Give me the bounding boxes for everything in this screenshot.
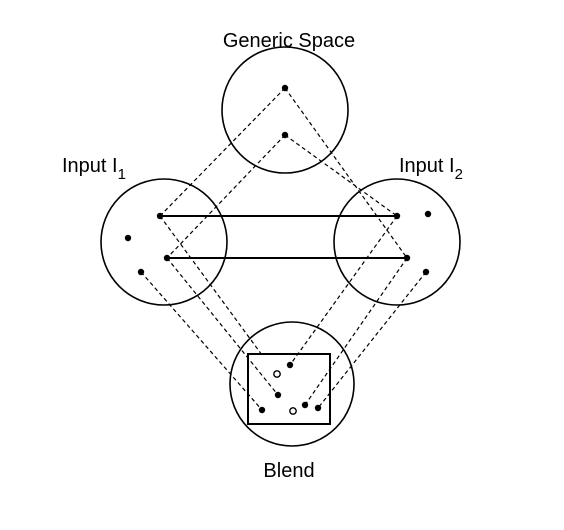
input1-dot-middle — [163, 254, 171, 262]
input2-to-blend-line-c — [317, 271, 427, 409]
blend-circle — [229, 321, 355, 447]
generic-dot-top — [281, 84, 289, 92]
input1-dot-bottom — [137, 268, 145, 276]
input1-dot-top — [156, 212, 164, 220]
input1-to-blend-line-b — [166, 257, 279, 396]
blend-dot-5 — [314, 404, 322, 412]
input2-dot-right — [424, 210, 432, 218]
generic-dot-bottom — [281, 131, 289, 139]
input1-to-blend-line-c — [140, 271, 263, 411]
blend-dot-4 — [301, 401, 309, 409]
generic-space-circle — [221, 46, 349, 174]
input1-label-subscript: 1 — [118, 166, 126, 183]
blend-hollow-dot-1 — [273, 370, 281, 378]
generic-to-input2-line-inner — [284, 134, 398, 217]
input2-label-subscript: 2 — [455, 166, 463, 183]
input2-dot-bottom — [422, 268, 430, 276]
blend-dot-3 — [258, 406, 266, 414]
input2-dot-middle — [403, 254, 411, 262]
input1-label-main: Input I — [62, 155, 118, 177]
emergent-hollow-dots — [273, 370, 297, 415]
projection-lines — [140, 87, 427, 411]
cross-space-mappings — [160, 215, 407, 259]
input1-dot-left — [124, 234, 132, 242]
input2-to-blend-line-b — [304, 257, 408, 406]
blend-box — [247, 353, 331, 425]
generic-to-input2-line-outer — [284, 87, 408, 259]
blend-label: Blend — [263, 460, 314, 482]
input1-label: Input I1 — [62, 155, 126, 183]
space-circles — [100, 46, 461, 447]
generic-space-label: Generic Space — [223, 30, 355, 52]
generic-to-input1-line-inner — [166, 134, 286, 259]
element-dots — [124, 84, 432, 414]
input2-label-main: Input I — [399, 155, 455, 177]
generic-to-input1-line-outer — [159, 87, 286, 217]
input2-circle — [333, 178, 461, 306]
blend-dot-2 — [274, 391, 282, 399]
input1-to-blend-line-a — [159, 215, 263, 356]
input2-to-blend-line-a — [289, 215, 398, 366]
blend-dot-1 — [286, 361, 294, 369]
input2-dot-top — [393, 212, 401, 220]
input1-circle — [100, 178, 228, 306]
input2-label: Input I2 — [399, 155, 463, 183]
blend-hollow-dot-2 — [289, 407, 297, 415]
